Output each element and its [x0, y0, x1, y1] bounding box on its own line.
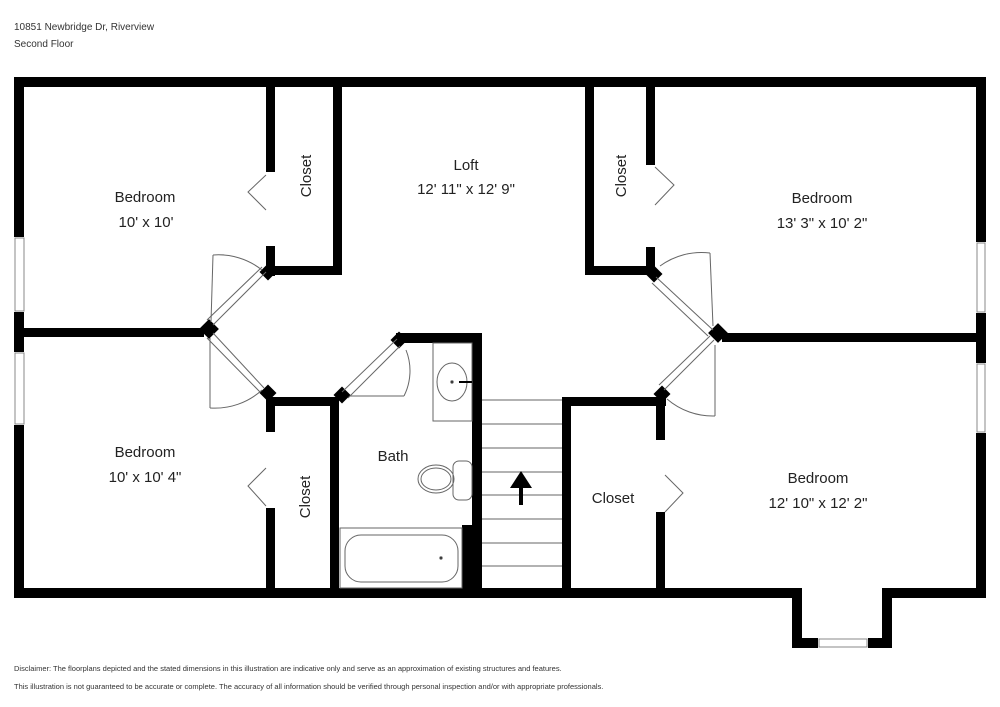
disclaimer-line-1: Disclaimer: The floorplans depicted and … — [14, 664, 562, 673]
room-dims-bedroom-top-left: 10' x 10' — [119, 214, 174, 231]
room-name-bath: Bath — [378, 448, 409, 465]
stairs — [482, 399, 562, 567]
room-name-bedroom-bottom-right: Bedroom — [788, 470, 849, 487]
bath-fixtures — [339, 342, 473, 589]
room-name-closet-bottom-right: Closet — [592, 490, 635, 507]
floor-label: Second Floor — [14, 39, 74, 50]
room-name-loft: Loft — [453, 157, 479, 174]
bifold-doors — [247, 166, 684, 513]
room-dims-bedroom-top-right: 13' 3" x 10' 2" — [777, 215, 868, 232]
property-address: 10851 Newbridge Dr, Riverview — [14, 22, 155, 33]
toilet-icon — [417, 460, 473, 501]
room-dims-bedroom-bottom-right: 12' 10" x 12' 2" — [769, 495, 868, 512]
room-dims-loft: 12' 11" x 12' 9" — [417, 181, 515, 198]
bathtub-icon — [344, 534, 459, 583]
walls — [14, 77, 986, 648]
disclaimer-line-2: This illustration is not guaranteed to b… — [14, 682, 604, 691]
stairs-up-arrow-icon — [510, 471, 532, 505]
room-name-closet-top-right: Closet — [613, 154, 630, 197]
door-jambs — [199, 263, 728, 404]
room-name-bedroom-top-right: Bedroom — [792, 190, 853, 207]
room-name-closet-top-left: Closet — [298, 154, 315, 197]
room-name-closet-bottom-left: Closet — [297, 475, 314, 518]
room-name-bedroom-bottom-left: Bedroom — [115, 444, 176, 461]
door-swings — [206, 251, 716, 417]
room-name-bedroom-top-left: Bedroom — [115, 189, 176, 206]
windows — [14, 237, 986, 648]
room-dims-bedroom-bottom-left: 10' x 10' 4" — [109, 469, 182, 486]
